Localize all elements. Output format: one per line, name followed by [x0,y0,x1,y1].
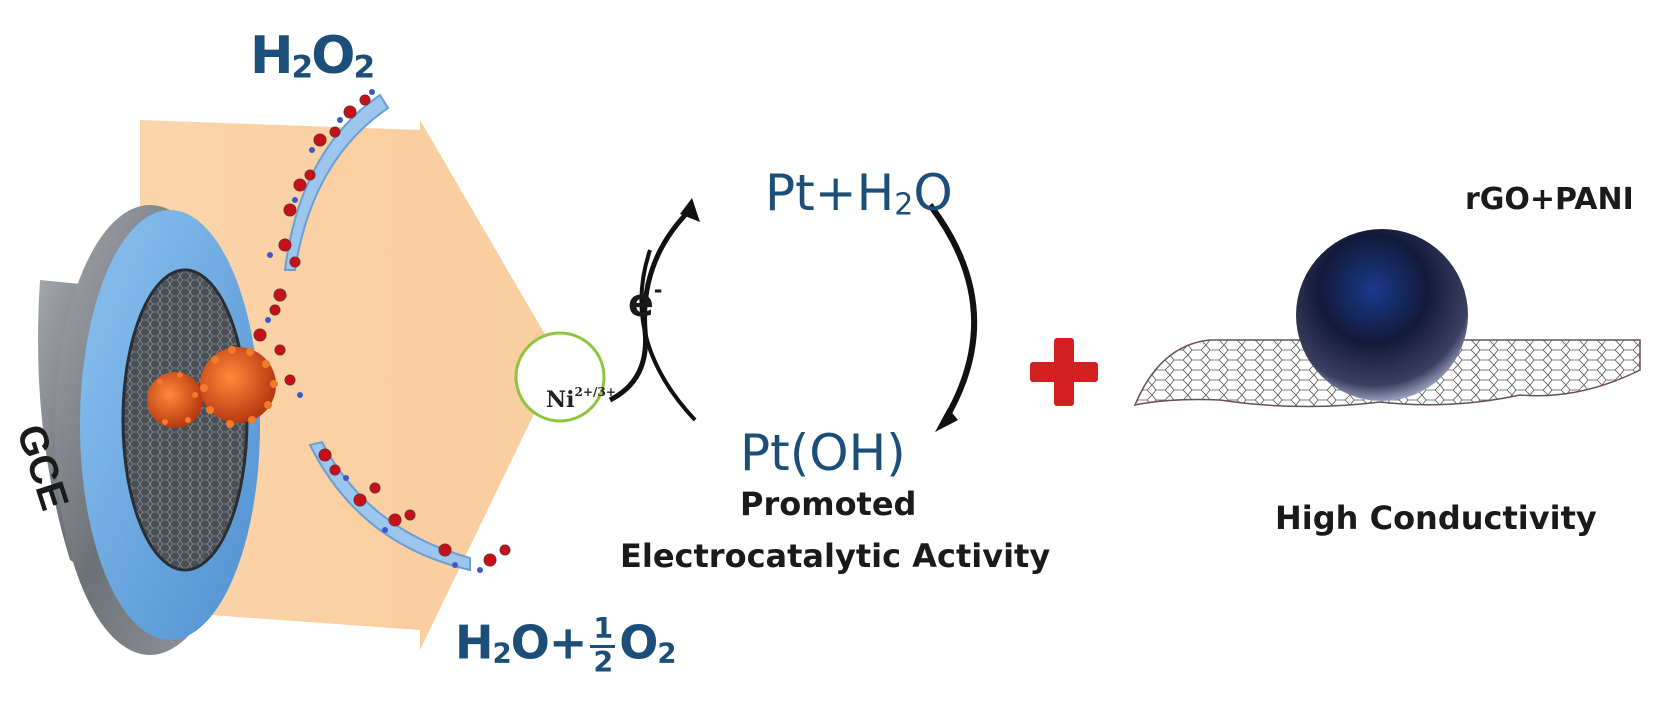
ni-circle [514,331,606,423]
nickel-label: Ni2+/3+ [546,385,616,413]
cycle-arrow-lower-left [639,249,697,422]
reactant-h2o2: H2O2 [250,26,375,86]
right-panel-title: rGO+PANI [1465,182,1634,217]
cycle-arrowhead-right [935,408,958,432]
hydrogen-atoms [265,89,483,573]
cycle-caption-line1: Promoted [740,485,917,523]
right-panel-caption: High Conductivity [1275,499,1597,537]
pani-sphere [1296,229,1468,401]
electron-label: e- [628,278,663,325]
h2o2-molecules [253,94,511,567]
plus-sign [1030,338,1098,406]
incoming-h2o2-ribbon [283,93,390,271]
cycle-arrow-right [927,203,978,422]
electrode [38,205,260,655]
pt-nanoparticles [147,346,278,428]
cycle-bottom-species: Pt(OH) [740,424,906,482]
cycle-arrowhead-left [680,198,700,222]
cycle-top-species: Pt+H2O [765,164,953,223]
cycle-caption-line2: Electrocatalytic Activity [620,537,1051,575]
